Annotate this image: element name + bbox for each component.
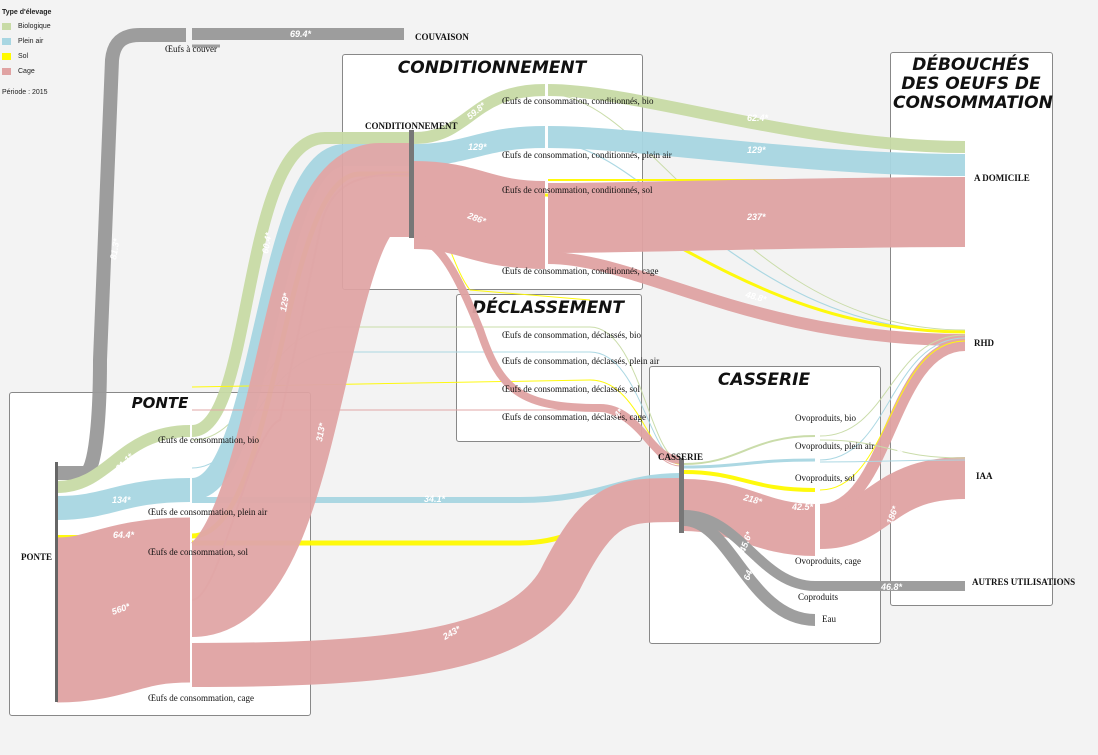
flow-oeufs-couver (57, 28, 186, 480)
value-rhd-cage: 48.8* (744, 289, 768, 304)
node-label-couvaison: COUVAISON (415, 32, 469, 42)
flow-ovo-thin-rhd1 (819, 334, 966, 437)
node-label-decl-plein-air: Œufs de consommation, déclassés, plein a… (502, 356, 659, 366)
value-autres: 46.8* (880, 582, 903, 592)
value-oeufs-couver: 81.3* (108, 237, 122, 260)
node-label-ponte-bio: Œufs de consommation, bio (158, 435, 259, 445)
node-label-domicile: A DOMICILE (974, 173, 1030, 183)
flow-ovo-thin-rhd2 (819, 337, 966, 461)
value-rhd-ovo: 48.1* (894, 433, 911, 458)
flow-ovo-cage-rhd (819, 339, 966, 516)
flow-ovo-thin-iaa2 (819, 459, 966, 463)
declassement-box (456, 294, 642, 442)
node-label-oeufs-couver: Œufs à couver (165, 44, 217, 54)
flow-pa-cond-out (413, 126, 546, 166)
flow-cage-casserie (191, 478, 681, 687)
flow-ovo-bio (683, 435, 816, 465)
flow-cage-cond-band (184, 143, 410, 637)
legend-label: Biologique (18, 23, 51, 30)
debouches-title: DÉBOUCHÉS DES OEUFS DE CONSOMMATION (893, 55, 1053, 113)
node-label-ponte-cage: Œufs de consommation, cage (148, 693, 254, 703)
node-label-casserie: CASSERIE (658, 452, 703, 462)
value-domicile-plein-air: 129* (747, 145, 766, 155)
node-conditionnement (409, 130, 414, 238)
flow-ovo-sol (683, 470, 816, 492)
node-label-decl-sol: Œufs de consommation, déclassés, sol (502, 384, 640, 394)
flow-cage-domicile (547, 177, 966, 253)
flow-ovo-cage-iaa (818, 457, 966, 549)
flow-bio-domicile (547, 84, 966, 153)
value-domicile-cage: 237* (746, 212, 766, 222)
node-label-conditionnement: CONDITIONNEMENT (365, 121, 458, 131)
flow-bio-cond-out (413, 84, 546, 144)
flow-ovo-pa (683, 458, 816, 469)
node-label-cond-cage: Œufs de consommation, conditionnés, cage (502, 266, 658, 276)
value-plein-air: 134* (112, 495, 131, 505)
legend-item-plein-air: Plein air (2, 34, 51, 49)
flow-coproduits (683, 510, 965, 591)
node-label-ovo-sol: Ovoproduits, sol (795, 473, 856, 483)
flow-pa-ponte (56, 478, 191, 520)
node-label-autres: AUTRES UTILISATIONS (972, 577, 1075, 587)
flow-cage-thin (192, 409, 681, 467)
value-pa-casserie: 34.1* (424, 494, 446, 504)
legend: Type d'élevage Biologique Plein air Sol … (2, 9, 51, 96)
legend-label: Sol (18, 53, 29, 60)
legend-item-cage: Cage (2, 64, 51, 79)
legend-title: Type d'élevage (2, 9, 52, 16)
flow-cage-ponte (54, 517, 192, 703)
legend-label: Cage (18, 68, 35, 75)
declassement-title: DÉCLASSEMENT (471, 298, 625, 318)
flow-eau (683, 514, 816, 626)
node-label-ponte-sol: Œufs de consommation, sol (148, 547, 248, 557)
node-label-rhd: RHD (974, 338, 995, 348)
node-label-coproduits: Coproduits (798, 592, 839, 602)
flow-pa-casserie (192, 473, 681, 503)
node-label-cond-plein-air: Œufs de consommation, conditionnés, plei… (502, 150, 672, 160)
flow-bio-cond (190, 132, 410, 437)
node-label-decl-cage: Œufs de consommation, déclassés, cage (502, 412, 646, 422)
value-domicile-bio: 62.4* (747, 113, 769, 123)
node-label-cond-bio: Œufs de consommation, conditionnés, bio (502, 96, 654, 106)
legend-label: Plein air (18, 38, 44, 45)
value-sol: 64.4* (113, 530, 135, 540)
conditionnement-title: CONDITIONNEMENT (397, 58, 587, 78)
value-to-cond-plein-air: 129* (278, 292, 291, 312)
flow-pa-domicile (547, 126, 966, 176)
flow-ovo-cage (683, 479, 816, 556)
node-casserie (679, 458, 684, 533)
node-ponte (55, 462, 58, 702)
node-label-ponte: PONTE (21, 552, 52, 562)
flow-bio-ponte (56, 425, 191, 493)
node-label-cond-sol: Œufs de consommation, conditionnés, sol (502, 185, 653, 195)
node-label-ponte-plein-air: Œufs de consommation, plein air (148, 507, 267, 517)
legend-item-sol: Sol (2, 49, 51, 64)
casserie-title: CASSERIE (717, 370, 811, 390)
flow-cage-decl (413, 234, 681, 464)
legend-item-bio: Biologique (2, 19, 51, 34)
node-label-iaa: IAA (976, 471, 993, 481)
value-cond-plein-air: 129* (468, 142, 487, 152)
period-label: Période : 2015 (2, 89, 48, 96)
value-bio-casserie: 30.5* (163, 470, 185, 480)
node-label-ovo-plein-air: Ovoproduits, plein air (795, 441, 874, 451)
flow-ovo-thin-iaa1 (819, 439, 966, 459)
value-couvaison: 69.4* (290, 29, 312, 39)
value-ovo-cage-out: 42.5* (791, 502, 814, 512)
value-to-cond-cage: 313* (314, 422, 327, 442)
value-to-cond-bio: 60.4* (260, 231, 274, 254)
node-label-ovo-bio: Ovoproduits, bio (795, 413, 857, 423)
node-label-ovo-cage: Ovoproduits, cage (795, 556, 861, 566)
ponte-title: PONTE (131, 394, 189, 412)
flow-cage-cond-out (412, 161, 546, 269)
node-label-decl-bio: Œufs de consommation, déclassés, bio (502, 330, 641, 340)
node-label-eau: Eau (822, 614, 836, 624)
flow-cage-rhd (547, 252, 966, 346)
flow-ovo-thin-rhd3 (819, 340, 966, 491)
